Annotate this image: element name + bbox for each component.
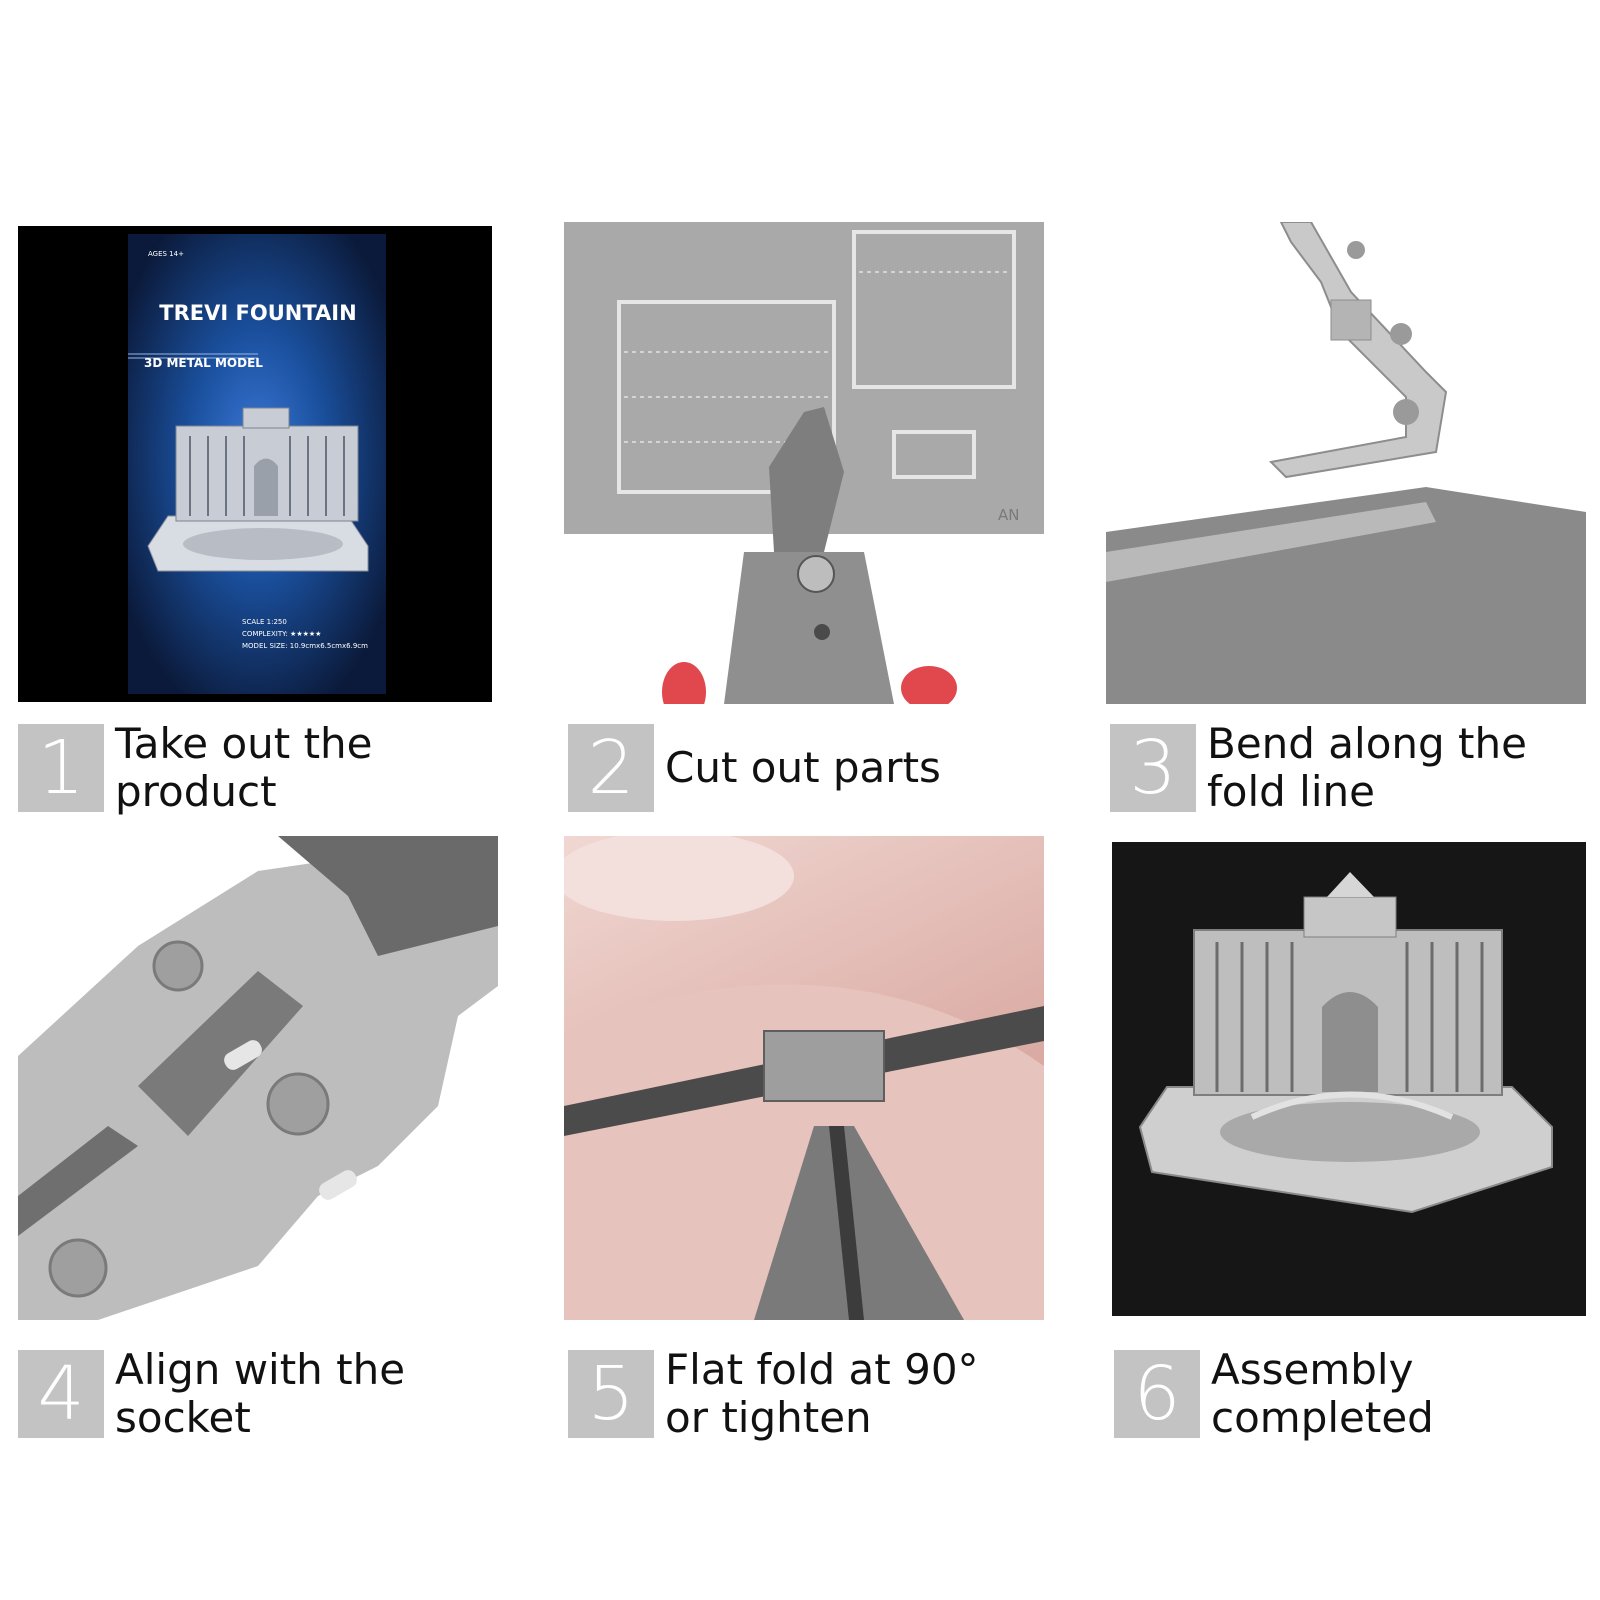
step-3-label: Bend along the fold line [1207,720,1587,816]
box-title: TREVI FOUNTAIN [159,301,356,325]
step-1-caption: 1 Take out the product [18,720,538,816]
step-4-label-line1: Align with the socket [115,1345,406,1442]
step-5-label-line2: or tighten [665,1393,872,1442]
step-2-label-line1: Cut out parts [665,743,941,792]
step-5-label-line1: Flat fold at 90° [665,1345,979,1394]
cut-parts-image: AN [564,222,1044,704]
step-5-caption: 5 Flat fold at 90° or tighten [568,1346,1088,1442]
box-scale: SCALE 1:250 [242,618,287,626]
step-6-label-line1: Assembly [1211,1345,1414,1394]
box-size: MODEL SIZE: 10.9cmx6.5cmx6.9cm [242,642,368,650]
step-3-number-badge: 3 [1110,724,1196,812]
step-4-label: Align with the socket [115,1346,535,1442]
step-3-label-line2: fold line [1207,767,1375,816]
step-2-number-badge: 2 [568,724,654,812]
step-6-label: Assembly completed [1211,1346,1581,1442]
align-socket-image [18,836,498,1320]
step-6-number-badge: 6 [1114,1350,1200,1438]
box-ages: AGES 14+ [148,250,184,258]
box-subtitle: 3D METAL MODEL [144,356,263,370]
step-4-caption: 4 Align with the socket [18,1346,538,1442]
photo-flat-fold [564,836,1044,1320]
sheet-mark: AN [998,506,1019,524]
photo-cut-parts: AN [564,222,1044,704]
cutter-pliers [724,407,894,704]
step-3-label-line1: Bend along the [1207,719,1527,768]
step-5-label: Flat fold at 90° or tighten [665,1346,1085,1442]
step-2-caption: 2 Cut out parts [568,724,1088,812]
flat-fold-image [564,836,1044,1320]
photo-bend-fold [1106,222,1586,704]
step-6-caption: 6 Assembly completed [1114,1346,1590,1442]
photo-align-socket [18,836,498,1320]
bend-fold-image [1106,222,1586,704]
box-complexity: COMPLEXITY: ★★★★★ [242,630,321,638]
step-1-label-line1: Take out the product [115,719,373,816]
step-1-label: Take out the product [115,720,535,816]
completed-model-image [1112,842,1586,1316]
product-box-image: AGES 14+ TREVI FOUNTAIN 3D METAL MODEL S… [18,226,492,702]
step-2-label: Cut out parts [665,724,1085,812]
step-6-label-line2: completed [1211,1393,1434,1442]
step-4-number-badge: 4 [18,1350,104,1438]
model-illustration [147,407,369,572]
step-3-caption: 3 Bend along the fold line [1110,720,1590,816]
step-5-number-badge: 5 [568,1350,654,1438]
photo-product-box: AGES 14+ TREVI FOUNTAIN 3D METAL MODEL S… [18,226,492,702]
photo-completed-model [1112,842,1586,1316]
step-1-number-badge: 1 [18,724,104,812]
